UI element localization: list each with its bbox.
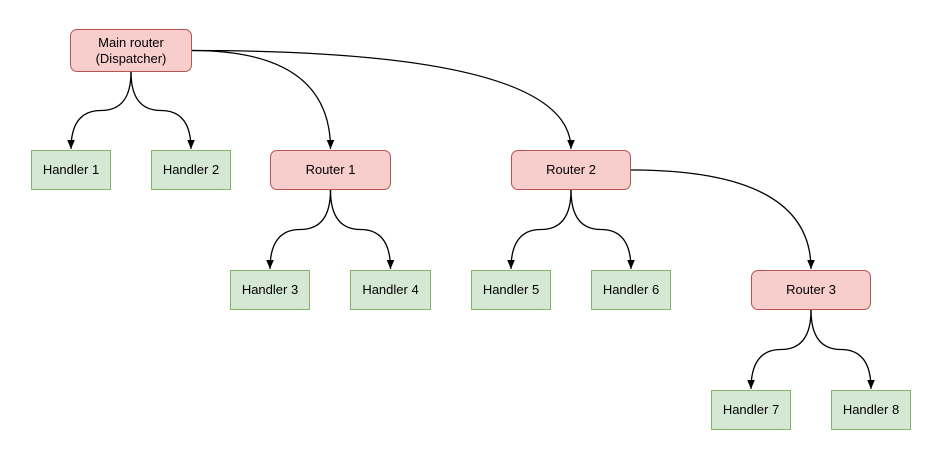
node-label: Router 3 bbox=[786, 282, 836, 297]
edge-r3-h7 bbox=[747, 309, 812, 390]
node-h6: Handler 6 bbox=[591, 270, 671, 310]
edge-main-r2 bbox=[191, 49, 575, 150]
edge-main-r1 bbox=[191, 49, 335, 150]
node-label: Handler 1 bbox=[42, 162, 100, 177]
node-label: Main router (Dispatcher) bbox=[95, 34, 167, 66]
node-label: Handler 4 bbox=[362, 282, 419, 297]
edge-r1-h3 bbox=[266, 189, 332, 270]
edge-main-h1 bbox=[67, 71, 132, 150]
node-label: Handler 8 bbox=[842, 402, 900, 417]
node-r1: Router 1 bbox=[270, 150, 391, 190]
node-h5: Handler 5 bbox=[471, 270, 551, 310]
node-label: Router 2 bbox=[546, 162, 596, 177]
edge-r1-h4 bbox=[329, 189, 395, 270]
node-h4: Handler 4 bbox=[350, 270, 431, 310]
edge-r2-h5 bbox=[507, 189, 572, 270]
node-label: Handler 7 bbox=[722, 402, 780, 417]
edge-main-h2 bbox=[130, 71, 195, 150]
node-h2: Handler 2 bbox=[151, 150, 231, 190]
node-r3: Router 3 bbox=[751, 270, 871, 310]
node-label: Router 1 bbox=[305, 162, 356, 177]
node-main: Main router (Dispatcher) bbox=[70, 29, 192, 72]
node-h3: Handler 3 bbox=[230, 270, 310, 310]
node-label: Handler 5 bbox=[482, 282, 540, 297]
node-r2: Router 2 bbox=[511, 150, 631, 190]
node-label: Handler 6 bbox=[602, 282, 660, 297]
node-label: Handler 2 bbox=[162, 162, 220, 177]
node-label: Handler 3 bbox=[241, 282, 299, 297]
edge-r2-r3 bbox=[630, 169, 815, 270]
edge-r2-h6 bbox=[570, 189, 635, 270]
node-h7: Handler 7 bbox=[711, 390, 791, 430]
edge-r3-h8 bbox=[810, 309, 875, 390]
node-h8: Handler 8 bbox=[831, 390, 911, 430]
node-h1: Handler 1 bbox=[31, 150, 111, 190]
